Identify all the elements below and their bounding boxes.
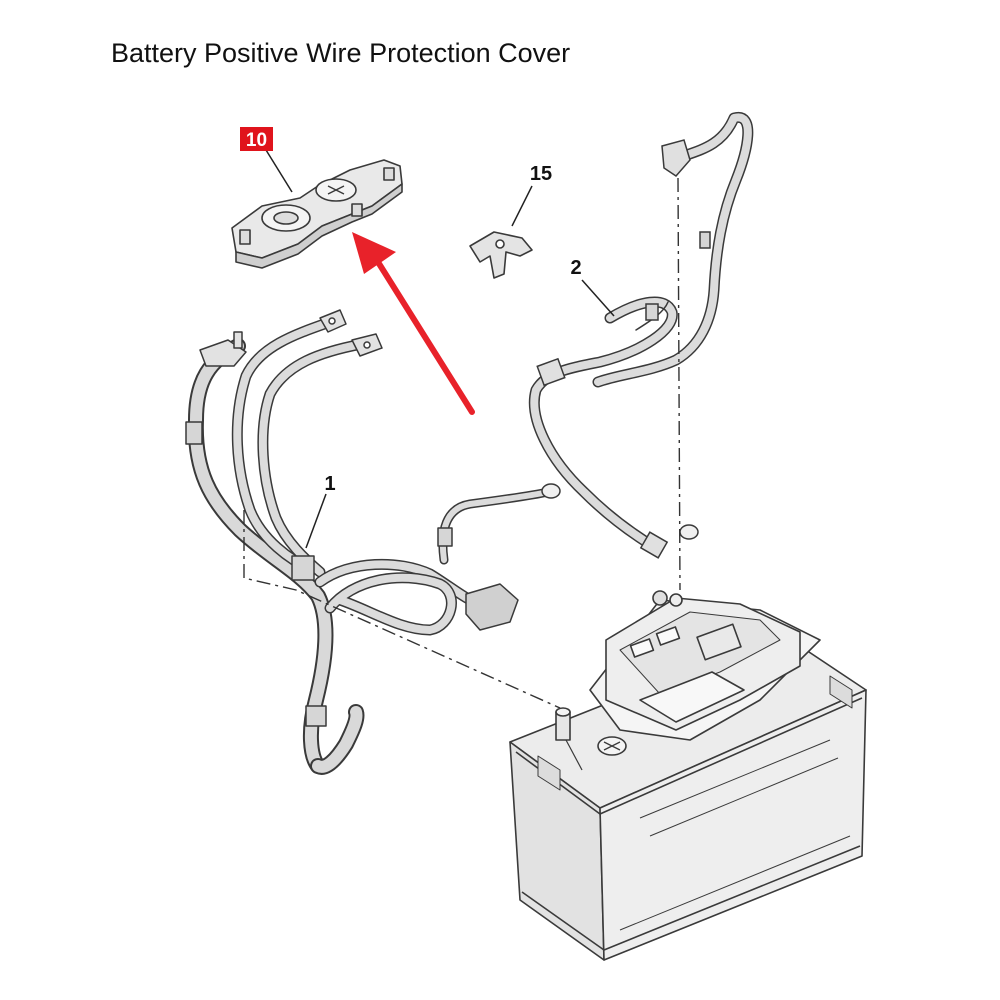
protection-cover-part: [231, 159, 403, 269]
callout-10-highlight: [240, 127, 273, 151]
red-indicator-arrow: [352, 232, 475, 415]
page-title: Battery Positive Wire Protection Cover: [111, 38, 571, 68]
callout-15-label: 15: [530, 163, 552, 185]
callout-2-label: 2: [570, 257, 581, 279]
callout-10-label: 10: [246, 130, 267, 151]
positive-harness-terminals: [185, 309, 561, 727]
leader-line-15: [511, 185, 533, 227]
negative-alignment-dashed-line: [677, 177, 681, 591]
negative-cable-part: [528, 111, 754, 554]
positive-harness-part: [187, 316, 553, 775]
battery: [509, 590, 867, 961]
positive-alignment-dashed-line: [243, 510, 561, 709]
leader-line-2: [581, 279, 615, 317]
leader-line-1: [305, 493, 327, 549]
negative-cable-terminals: [536, 139, 711, 559]
callout-1-label: 1: [324, 473, 335, 495]
leader-line-10: [265, 149, 293, 193]
bracket-part: [469, 231, 533, 279]
